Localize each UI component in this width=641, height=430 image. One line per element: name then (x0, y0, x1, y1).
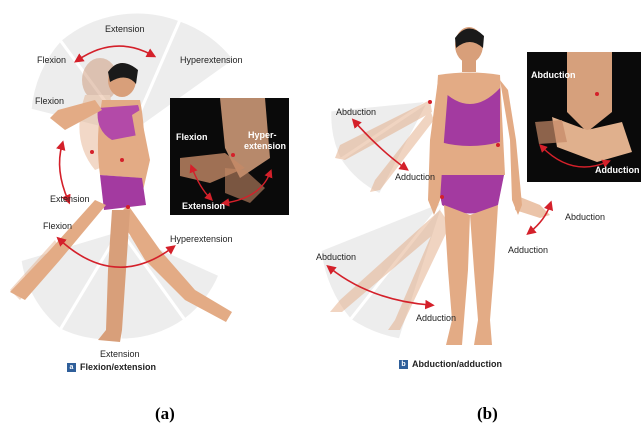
hand-inset-b: Abduction Adduction (527, 52, 641, 182)
label-adduction-arm: Adduction (395, 172, 435, 182)
caption-b-text: Abduction/adduction (412, 359, 502, 369)
panel-label-b: (b) (477, 404, 498, 424)
label-adduction-leg: Adduction (416, 313, 456, 323)
label-abduction-hand: Abduction (565, 212, 605, 222)
inset-adduction-label: Adduction (595, 165, 640, 175)
caption-b: b Abduction/adduction (399, 359, 502, 369)
label-abduction-leg: Abduction (316, 252, 356, 262)
label-abduction-arm: Abduction (336, 107, 376, 117)
inset-abduction-label: Abduction (531, 70, 576, 80)
caption-b-badge: b (399, 360, 408, 369)
label-adduction-hand: Adduction (508, 245, 548, 255)
